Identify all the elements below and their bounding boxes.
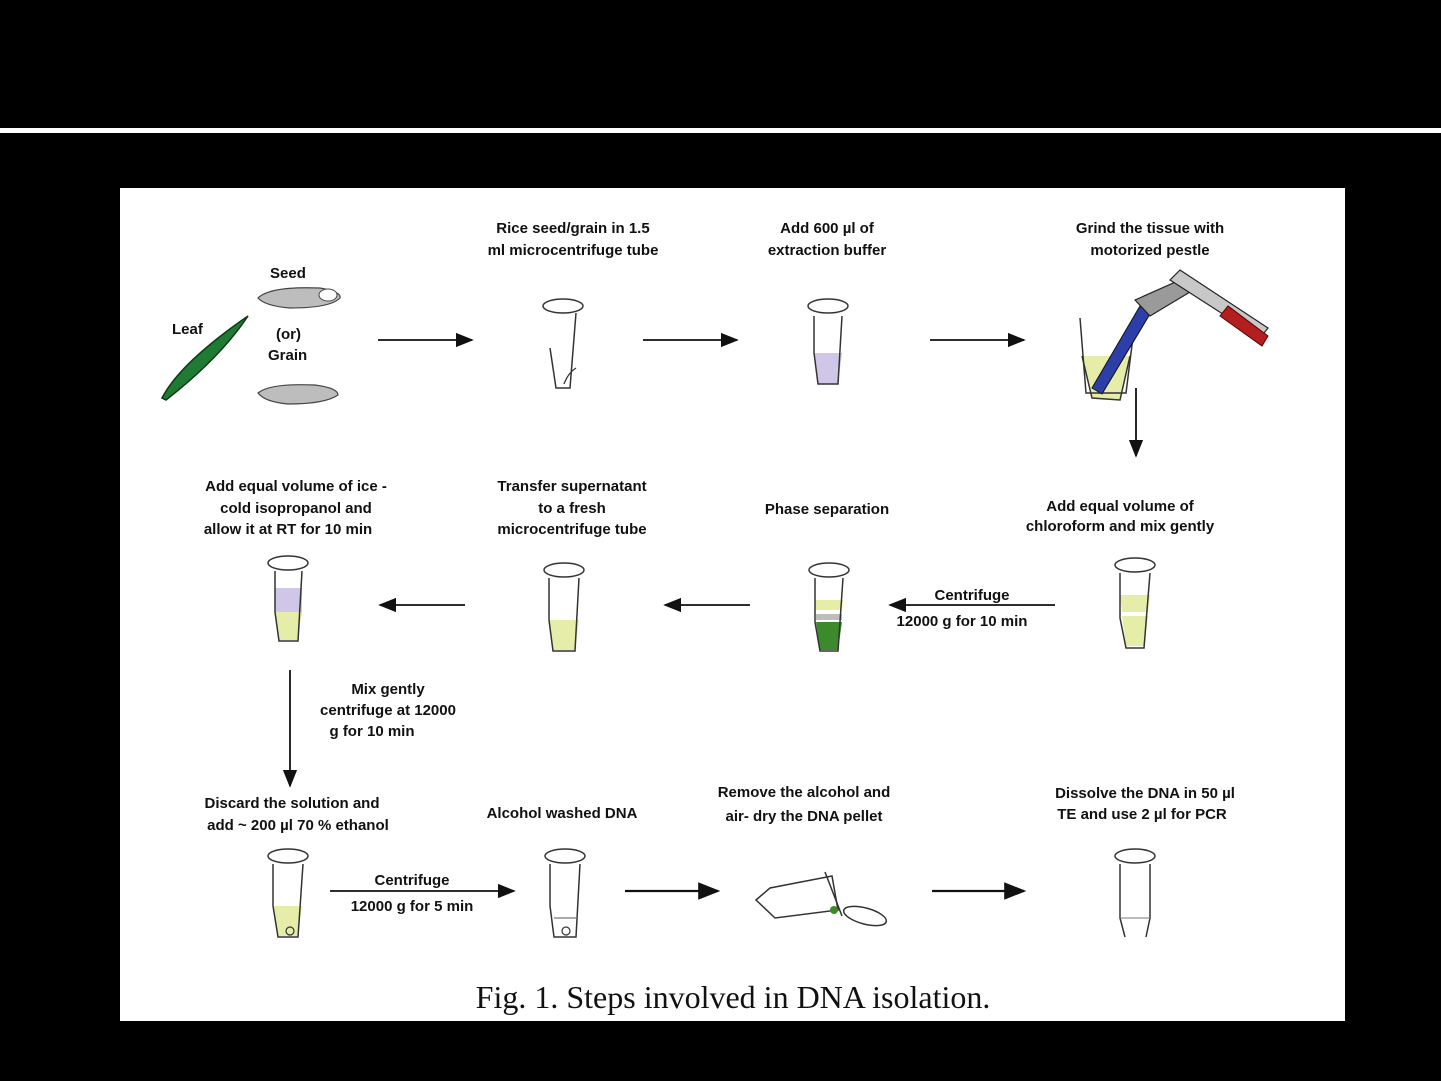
grain-label: Grain (268, 347, 307, 364)
mix-step-label-1: Mix gently (351, 681, 425, 698)
leaf-label: Leaf (172, 321, 204, 338)
tube-phase-separation-icon (808, 562, 850, 652)
step6-label-3: microcentrifuge tube (497, 521, 646, 538)
step4-label-1: Add equal volume of (1046, 498, 1195, 515)
tube-dissolved-dna-icon (1114, 848, 1156, 938)
step11-label-1: Dissolve the DNA in 50 µl (1055, 785, 1235, 802)
motorized-pestle-icon (1079, 269, 1269, 401)
or-label: (or) (276, 326, 301, 343)
tube-with-seed-icon (542, 298, 584, 389)
mix-step-label-3: g for 10 min (329, 723, 414, 740)
step11-label-2: TE and use 2 µl for PCR (1057, 806, 1227, 823)
step3-label-1: Grind the tissue with (1076, 220, 1224, 237)
centrifuge-1-label-1: Centrifuge (935, 587, 1010, 604)
step10-label-2: air- dry the DNA pellet (726, 808, 883, 825)
centrifuge-2-label-2: 12000 g for 5 min (351, 898, 474, 915)
step6-label-2: to a fresh (538, 500, 606, 517)
step7-label-2: cold isopropanol and (220, 500, 372, 517)
tube-with-isopropanol-icon (267, 555, 309, 642)
step9-label: Alcohol washed DNA (487, 805, 638, 822)
tube-with-chloroform-icon (1114, 557, 1156, 649)
leaf-icon (160, 315, 249, 401)
grain-icon (257, 384, 339, 405)
seed-embryo-icon (318, 288, 338, 302)
step8-label-2: add ~ 200 µl 70 % ethanol (207, 817, 389, 834)
step1-label-1: Rice seed/grain in 1.5 (496, 220, 649, 237)
step2-label-1: Add 600 µl of (780, 220, 875, 237)
step2-label-2: extraction buffer (768, 242, 887, 259)
step6-label-1: Transfer supernatant (497, 478, 646, 495)
mix-step-label-2: centrifuge at 12000 (320, 702, 456, 719)
step5-label: Phase separation (765, 501, 889, 518)
centrifuge-1-label-2: 12000 g for 10 min (897, 613, 1028, 630)
tube-air-dry-icon (754, 871, 888, 927)
diagram-canvas: Leaf Seed (or) Grain Rice seed/grain in … (160, 220, 1269, 1015)
step4-label-2: chloroform and mix gently (1026, 518, 1215, 535)
step10-label-1: Remove the alcohol and (718, 784, 891, 801)
figure-caption: Fig. 1. Steps involved in DNA isolation. (476, 979, 991, 1015)
tube-with-buffer-icon (807, 298, 849, 385)
dna-isolation-figure: Leaf Seed (or) Grain Rice seed/grain in … (120, 188, 1345, 1021)
step7-label-1: Add equal volume of ice - (205, 478, 387, 495)
step7-label-3: allow it at RT for 10 min (204, 521, 372, 538)
seed-label: Seed (270, 265, 306, 282)
step1-label-2: ml microcentrifuge tube (488, 242, 659, 259)
tube-with-ethanol-icon (267, 848, 309, 938)
tube-alcohol-washed-dna-icon (544, 848, 586, 938)
centrifuge-2-label-1: Centrifuge (375, 872, 450, 889)
step3-label-2: motorized pestle (1090, 242, 1209, 259)
title-underline (0, 128, 1441, 133)
tube-with-supernatant-icon (543, 562, 585, 652)
step8-label-1: Discard the solution and (204, 795, 379, 812)
